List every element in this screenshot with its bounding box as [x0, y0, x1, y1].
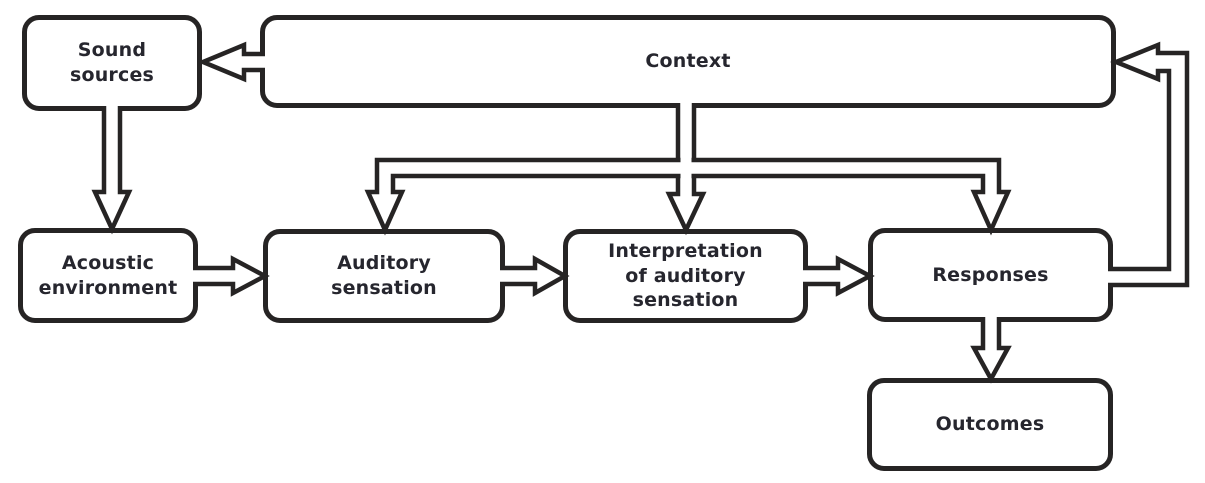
arrow-interpretation-to-responses [803, 255, 875, 297]
node-acoustic-environment: Acoustic environment [18, 228, 198, 323]
arrow-acoustic-to-auditory [193, 255, 270, 297]
node-context-label: Context [645, 50, 731, 73]
node-auditory-sensation-label: Auditory sensation [331, 252, 437, 299]
arrow-auditory-to-interpretation [500, 255, 570, 297]
arrow-crossing-bridge [680, 153, 692, 183]
node-sound-sources-label: Sound sources [69, 39, 155, 86]
arrow-responses-to-outcomes [970, 317, 1012, 384]
node-outcomes: Outcomes [867, 378, 1113, 471]
node-auditory-sensation: Auditory sensation [263, 229, 505, 323]
node-interpretation-label: Interpretation of auditory sensation [608, 239, 763, 312]
node-responses: Responses [868, 228, 1113, 322]
node-interpretation-of-auditory-sensation: Interpretation of auditory sensation [563, 229, 808, 323]
node-sound-sources: Sound sources [22, 15, 202, 111]
node-outcomes-label: Outcomes [935, 413, 1045, 436]
node-acoustic-environment-label: Acoustic environment [38, 251, 178, 299]
node-responses-label: Responses [932, 263, 1049, 286]
arrow-sound-sources-to-acoustic-environment [91, 106, 133, 235]
arrow-context-branch-to-auditory-and-responses [364, 157, 1012, 236]
arrow-context-to-sound-sources [197, 41, 265, 83]
arrow-responses-to-context-feedback [1108, 41, 1190, 288]
node-context: Context [260, 15, 1116, 108]
arrow-context-to-interpretation [665, 103, 707, 236]
